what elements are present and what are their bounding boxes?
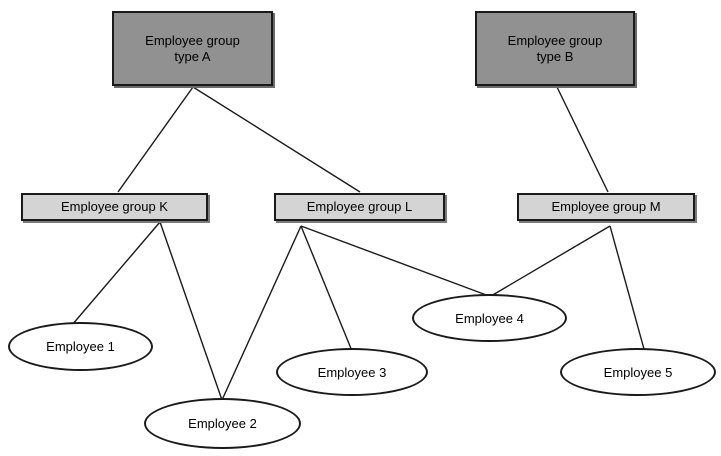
node-label: Employee group M — [551, 199, 661, 214]
edge-groupK-to-employee1 — [71, 221, 161, 326]
edge-groupM-to-employee5 — [609, 225, 645, 350]
edge-groupM-to-employee4 — [490, 225, 611, 297]
node-employee-5[interactable]: Employee 5 — [560, 348, 716, 396]
node-label: Employee 1 — [46, 339, 115, 354]
edge-groupL-to-employee3 — [300, 225, 353, 352]
node-employee-group-type-a[interactable]: Employee group type A — [112, 11, 273, 86]
node-employee-3[interactable]: Employee 3 — [276, 348, 428, 396]
node-employee-1[interactable]: Employee 1 — [8, 322, 153, 371]
node-employee-group-m[interactable]: Employee group M — [517, 193, 695, 221]
edge-groupL-to-employee2 — [221, 225, 302, 401]
node-label: Employee group type A — [145, 32, 240, 64]
node-employee-group-l[interactable]: Employee group L — [274, 193, 445, 221]
node-label: Employee group K — [61, 199, 168, 214]
node-label: Employee group L — [306, 199, 413, 214]
edge-typeA-to-groupK — [117, 86, 194, 193]
node-label: Employee group type B — [507, 32, 603, 64]
node-label: Employee 2 — [188, 416, 257, 431]
node-label: Employee 3 — [317, 364, 387, 380]
edge-groupL-to-employee4 — [300, 225, 490, 297]
edge-typeB-to-groupM — [556, 86, 609, 193]
edge-typeA-to-groupL — [192, 86, 361, 193]
node-employee-group-k[interactable]: Employee group K — [21, 193, 208, 221]
node-label: Employee 5 — [603, 364, 673, 380]
node-employee-group-type-b[interactable]: Employee group type B — [475, 11, 635, 86]
edge-groupK-to-employee2 — [159, 221, 223, 401]
node-employee-4[interactable]: Employee 4 — [412, 294, 567, 342]
node-employee-2[interactable]: Employee 2 — [144, 398, 301, 449]
node-label: Employee 4 — [455, 310, 524, 326]
